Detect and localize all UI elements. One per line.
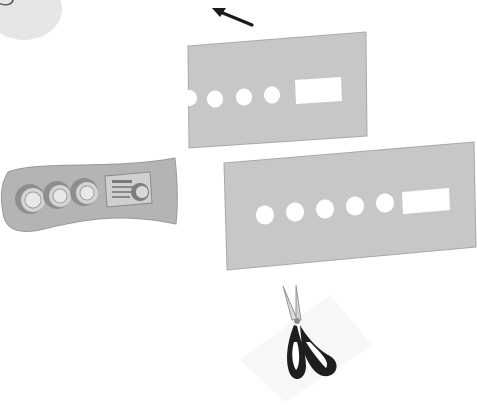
panel-notch <box>181 90 197 106</box>
knob <box>70 178 98 206</box>
template-panel-small <box>181 32 367 148</box>
control-panel-cutout <box>1 158 177 232</box>
panel-hole <box>286 203 304 222</box>
knob <box>15 184 45 214</box>
template-panel-large <box>224 142 476 270</box>
panel-hole <box>264 87 280 104</box>
panel-slot <box>295 77 342 104</box>
panel-hole <box>256 206 274 225</box>
panel-slot <box>402 188 450 214</box>
arrow-up-left-icon <box>212 8 252 25</box>
panel-hole <box>316 200 334 219</box>
knob <box>131 183 149 201</box>
knob <box>43 181 71 209</box>
scissors-icon <box>240 285 372 402</box>
panel-hole <box>346 197 364 216</box>
panel-hole <box>207 91 223 108</box>
panel-hole <box>236 89 252 106</box>
panel-hole <box>376 194 394 213</box>
